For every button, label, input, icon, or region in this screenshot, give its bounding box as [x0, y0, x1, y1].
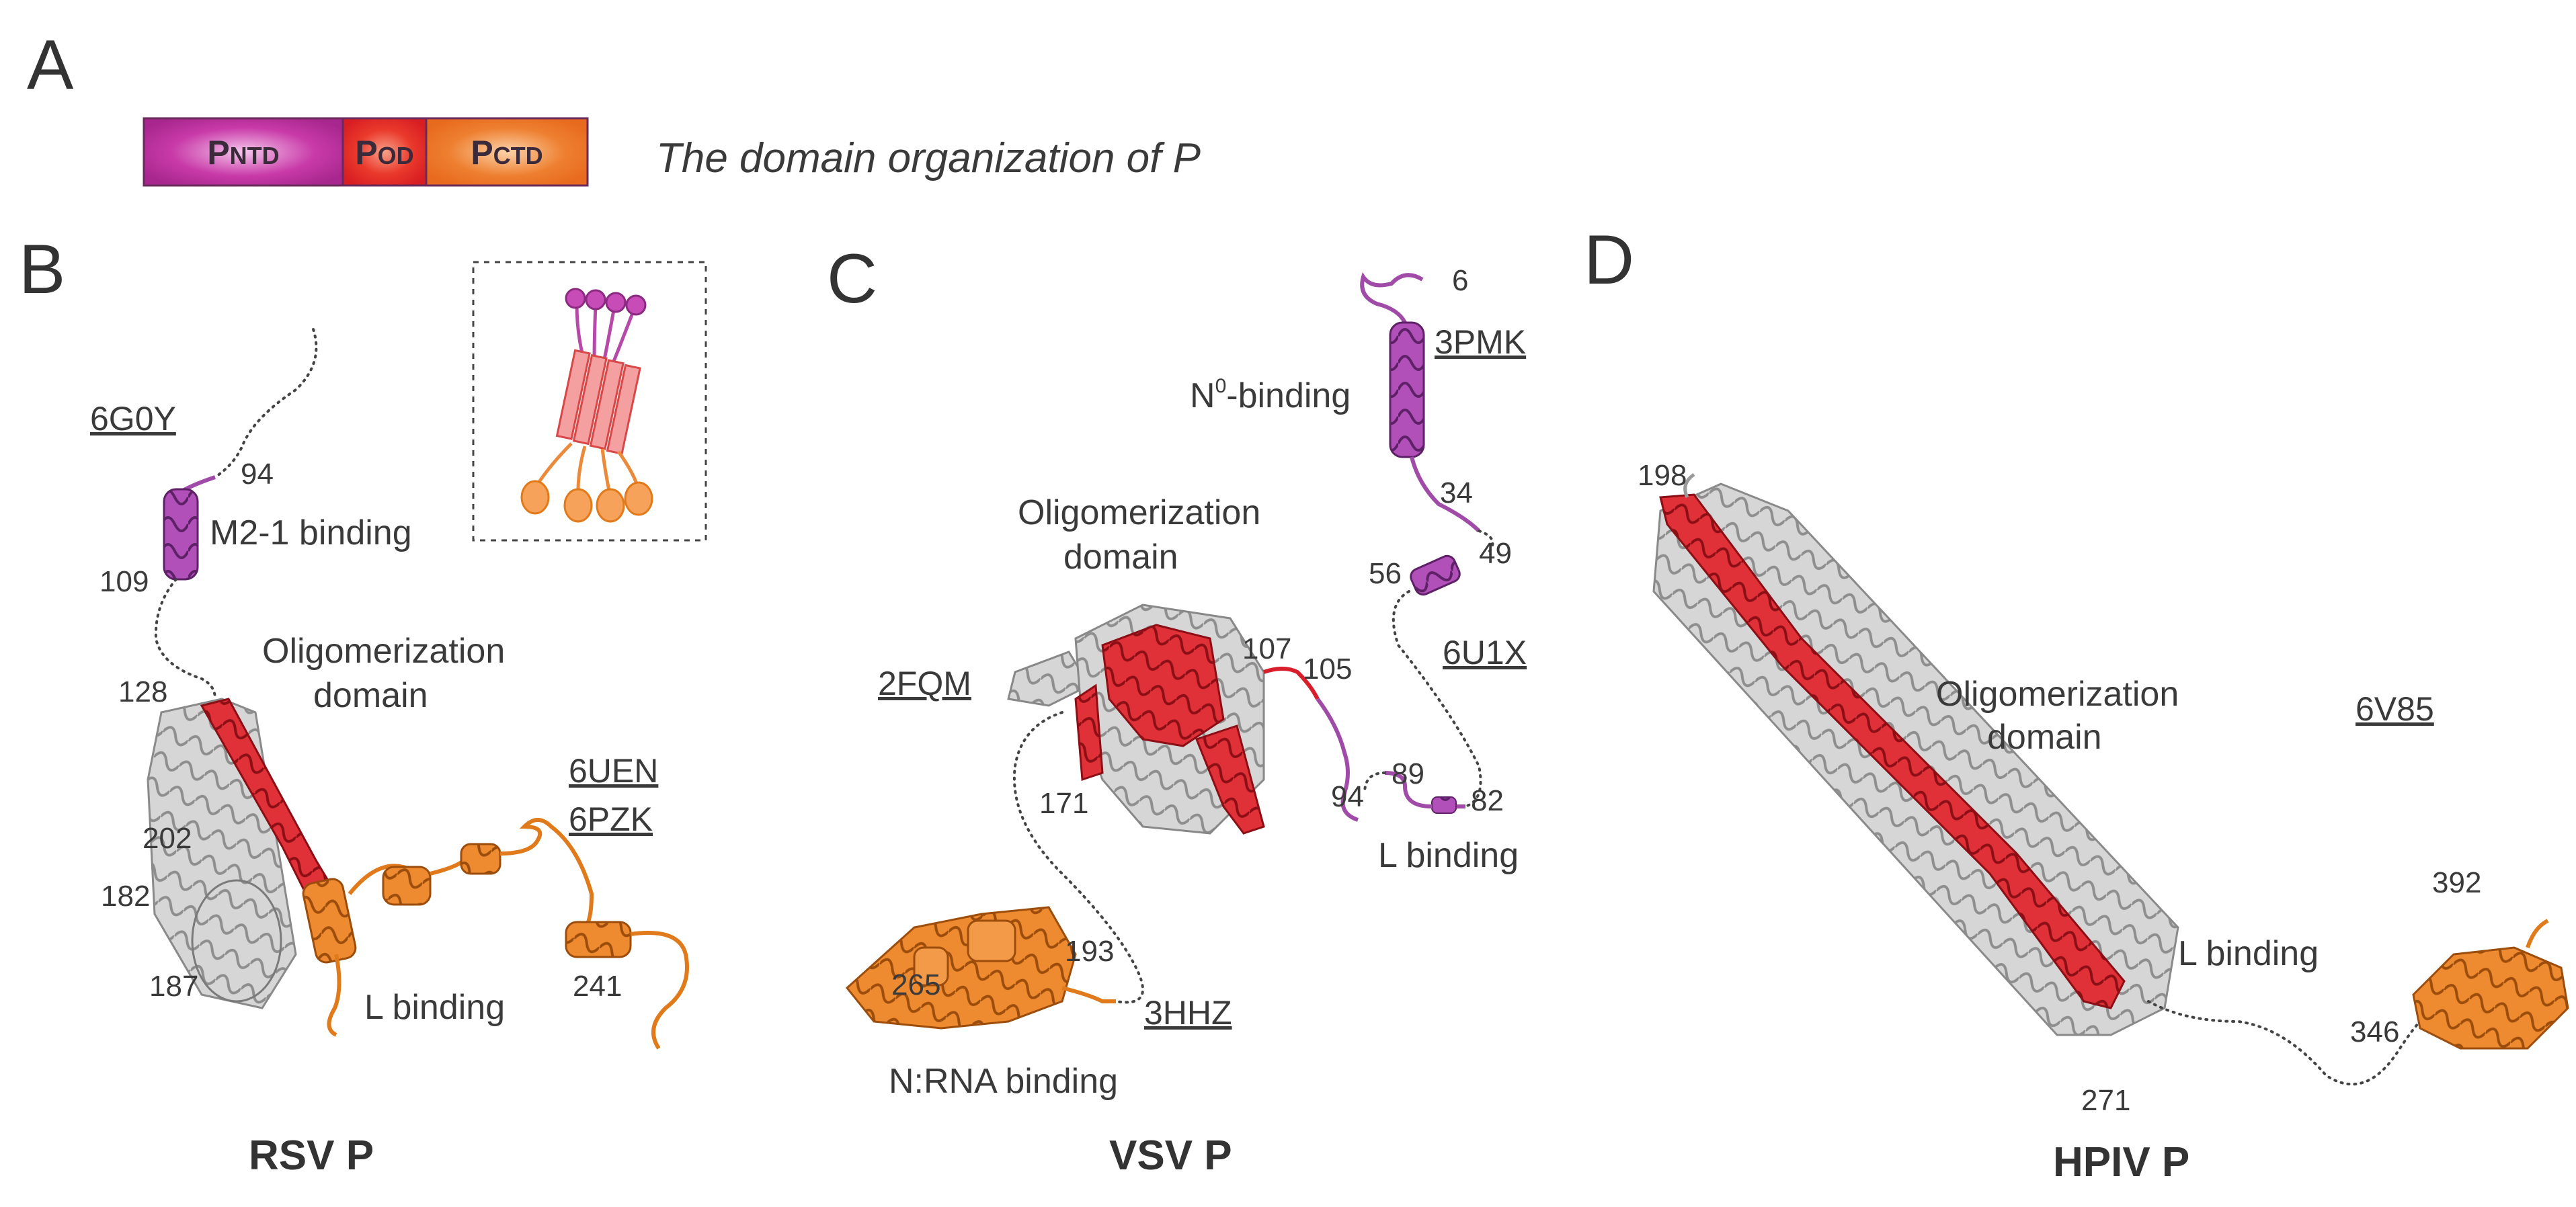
panel-c-letter: C [827, 240, 877, 318]
domain-ntd-label: PNTD [207, 134, 279, 171]
pdb-3hhz: 3HHZ [1144, 994, 1232, 1032]
title-rsv-p: RSV P [249, 1132, 374, 1179]
pdb-2fqm: 2FQM [878, 665, 971, 702]
label-vsv-l-binding: L binding [1378, 836, 1519, 875]
pdb-6g0y: 6G0Y [90, 400, 176, 438]
rsv-ctd-loop-3 [499, 818, 594, 929]
title-hpiv-p: HPIV P [2053, 1139, 2189, 1185]
vsv-olig-domain [1007, 604, 1265, 835]
res-107: 107 [1242, 632, 1291, 665]
res-241: 241 [573, 970, 622, 1003]
domain-od-label: POD [355, 134, 413, 171]
panel-b-letter: B [19, 231, 65, 308]
hpiv-disorder [2147, 1000, 2421, 1086]
domain-bar: PNTD POD PCTD [143, 117, 589, 187]
vsv-disorder-1 [1478, 530, 1494, 552]
inset-frame [472, 261, 707, 542]
res-346: 346 [2350, 1015, 2399, 1048]
res-94: 94 [1331, 780, 1364, 813]
vsv-short-helix [1410, 554, 1461, 596]
label-n0-binding: N0-binding [1190, 375, 1351, 415]
vsv-n0-linker [1410, 456, 1481, 533]
vsv-disorder-2 [1392, 590, 1482, 808]
res-265: 265 [891, 968, 940, 1001]
inset-od-coil [555, 349, 641, 455]
panel-b: B [19, 231, 707, 1179]
panel-d-letter: D [1584, 221, 1634, 299]
pdb-3pmk: 3PMK [1435, 323, 1526, 361]
res-89: 89 [1392, 757, 1424, 790]
res-198: 198 [1638, 459, 1687, 492]
label-hpiv-olig-1: Oligomerization [1936, 675, 2179, 714]
vsv-disorder-3 [1363, 772, 1386, 794]
res-109: 109 [99, 565, 149, 598]
res-271: 271 [2081, 1084, 2130, 1117]
panel-d: D 198 Oligomerization domain 6V85 392 L … [1584, 221, 2569, 1185]
vsv-n0-helix [1389, 321, 1425, 458]
vsv-disorder-4 [1012, 711, 1144, 1004]
domain-ctd-box [425, 117, 589, 187]
vsv-ctd [845, 906, 1116, 1030]
domain-od-box [341, 117, 428, 187]
res-187: 187 [149, 970, 198, 1003]
vsv-94-loop [1316, 698, 1359, 822]
res-182: 182 [101, 880, 150, 913]
vsv-red-linker [1263, 667, 1320, 700]
res-49: 49 [1479, 537, 1512, 570]
vsv-ctd-tail [1061, 986, 1116, 1003]
inset-ntd-heads [565, 288, 647, 364]
panel-c: C 6 3PMK [827, 240, 1527, 1179]
vsv-l-binding-loop-2 [1384, 771, 1433, 808]
panel-a-letter: A [27, 26, 74, 104]
res-392: 392 [2432, 866, 2481, 899]
domain-ntd-box [143, 117, 344, 187]
res-82: 82 [1471, 784, 1504, 817]
label-rsv-olig-1: Oligomerization [262, 632, 505, 671]
label-rsv-l-binding: L binding [364, 988, 505, 1027]
res-105: 105 [1303, 653, 1352, 685]
disorder-path-top [214, 328, 318, 478]
pdb-6pzk: 6PZK [569, 800, 653, 838]
label-vsv-olig-1: Oligomerization [1018, 493, 1260, 532]
rsv-ctd-tail [630, 931, 689, 1050]
res-202: 202 [143, 822, 192, 855]
vsv-l-binding-helix [1431, 796, 1457, 814]
rsv-olig-bundle [147, 698, 338, 1009]
panel-a: A PNTD POD PCTD The domain organization … [27, 26, 1201, 187]
label-hpiv-olig-2: domain [1987, 718, 2102, 757]
hpiv-nterm [1683, 472, 1695, 499]
m21-helix [163, 488, 199, 581]
hpiv-ctd-tail [2526, 919, 2549, 948]
pdb-6uen: 6UEN [569, 752, 658, 790]
inset-ctd-tails [520, 442, 653, 523]
pdb-6u1x: 6U1X [1443, 634, 1527, 671]
res-6: 6 [1452, 264, 1468, 297]
res-56: 56 [1369, 557, 1402, 590]
tetramer-inset [472, 261, 707, 542]
label-m21-binding: M2-1 binding [210, 513, 412, 552]
label-hpiv-l-binding: L binding [2178, 934, 2319, 973]
label-vsv-olig-2: domain [1063, 538, 1178, 577]
hpiv-ctd [2412, 919, 2569, 1050]
rsv-ctd-loop-2 [430, 858, 466, 876]
title-vsv-p: VSV P [1109, 1132, 1232, 1179]
rsv-ctd [302, 818, 689, 1050]
res-94: 94 [241, 458, 274, 491]
hpiv-olig-bundle [1652, 483, 2179, 1036]
vsv-n0-tail [1360, 272, 1424, 324]
label-nrna-binding: N:RNA binding [889, 1062, 1118, 1101]
res-34: 34 [1440, 476, 1473, 509]
domain-ctd-label: PCTD [471, 134, 542, 171]
res-128: 128 [118, 675, 167, 708]
domain-caption: The domain organization of P [656, 135, 1201, 181]
res-193: 193 [1065, 935, 1114, 968]
res-171: 171 [1039, 787, 1088, 820]
disorder-path-mid [154, 578, 216, 700]
pdb-6v85: 6V85 [2356, 690, 2434, 728]
label-rsv-olig-2: domain [313, 676, 428, 715]
